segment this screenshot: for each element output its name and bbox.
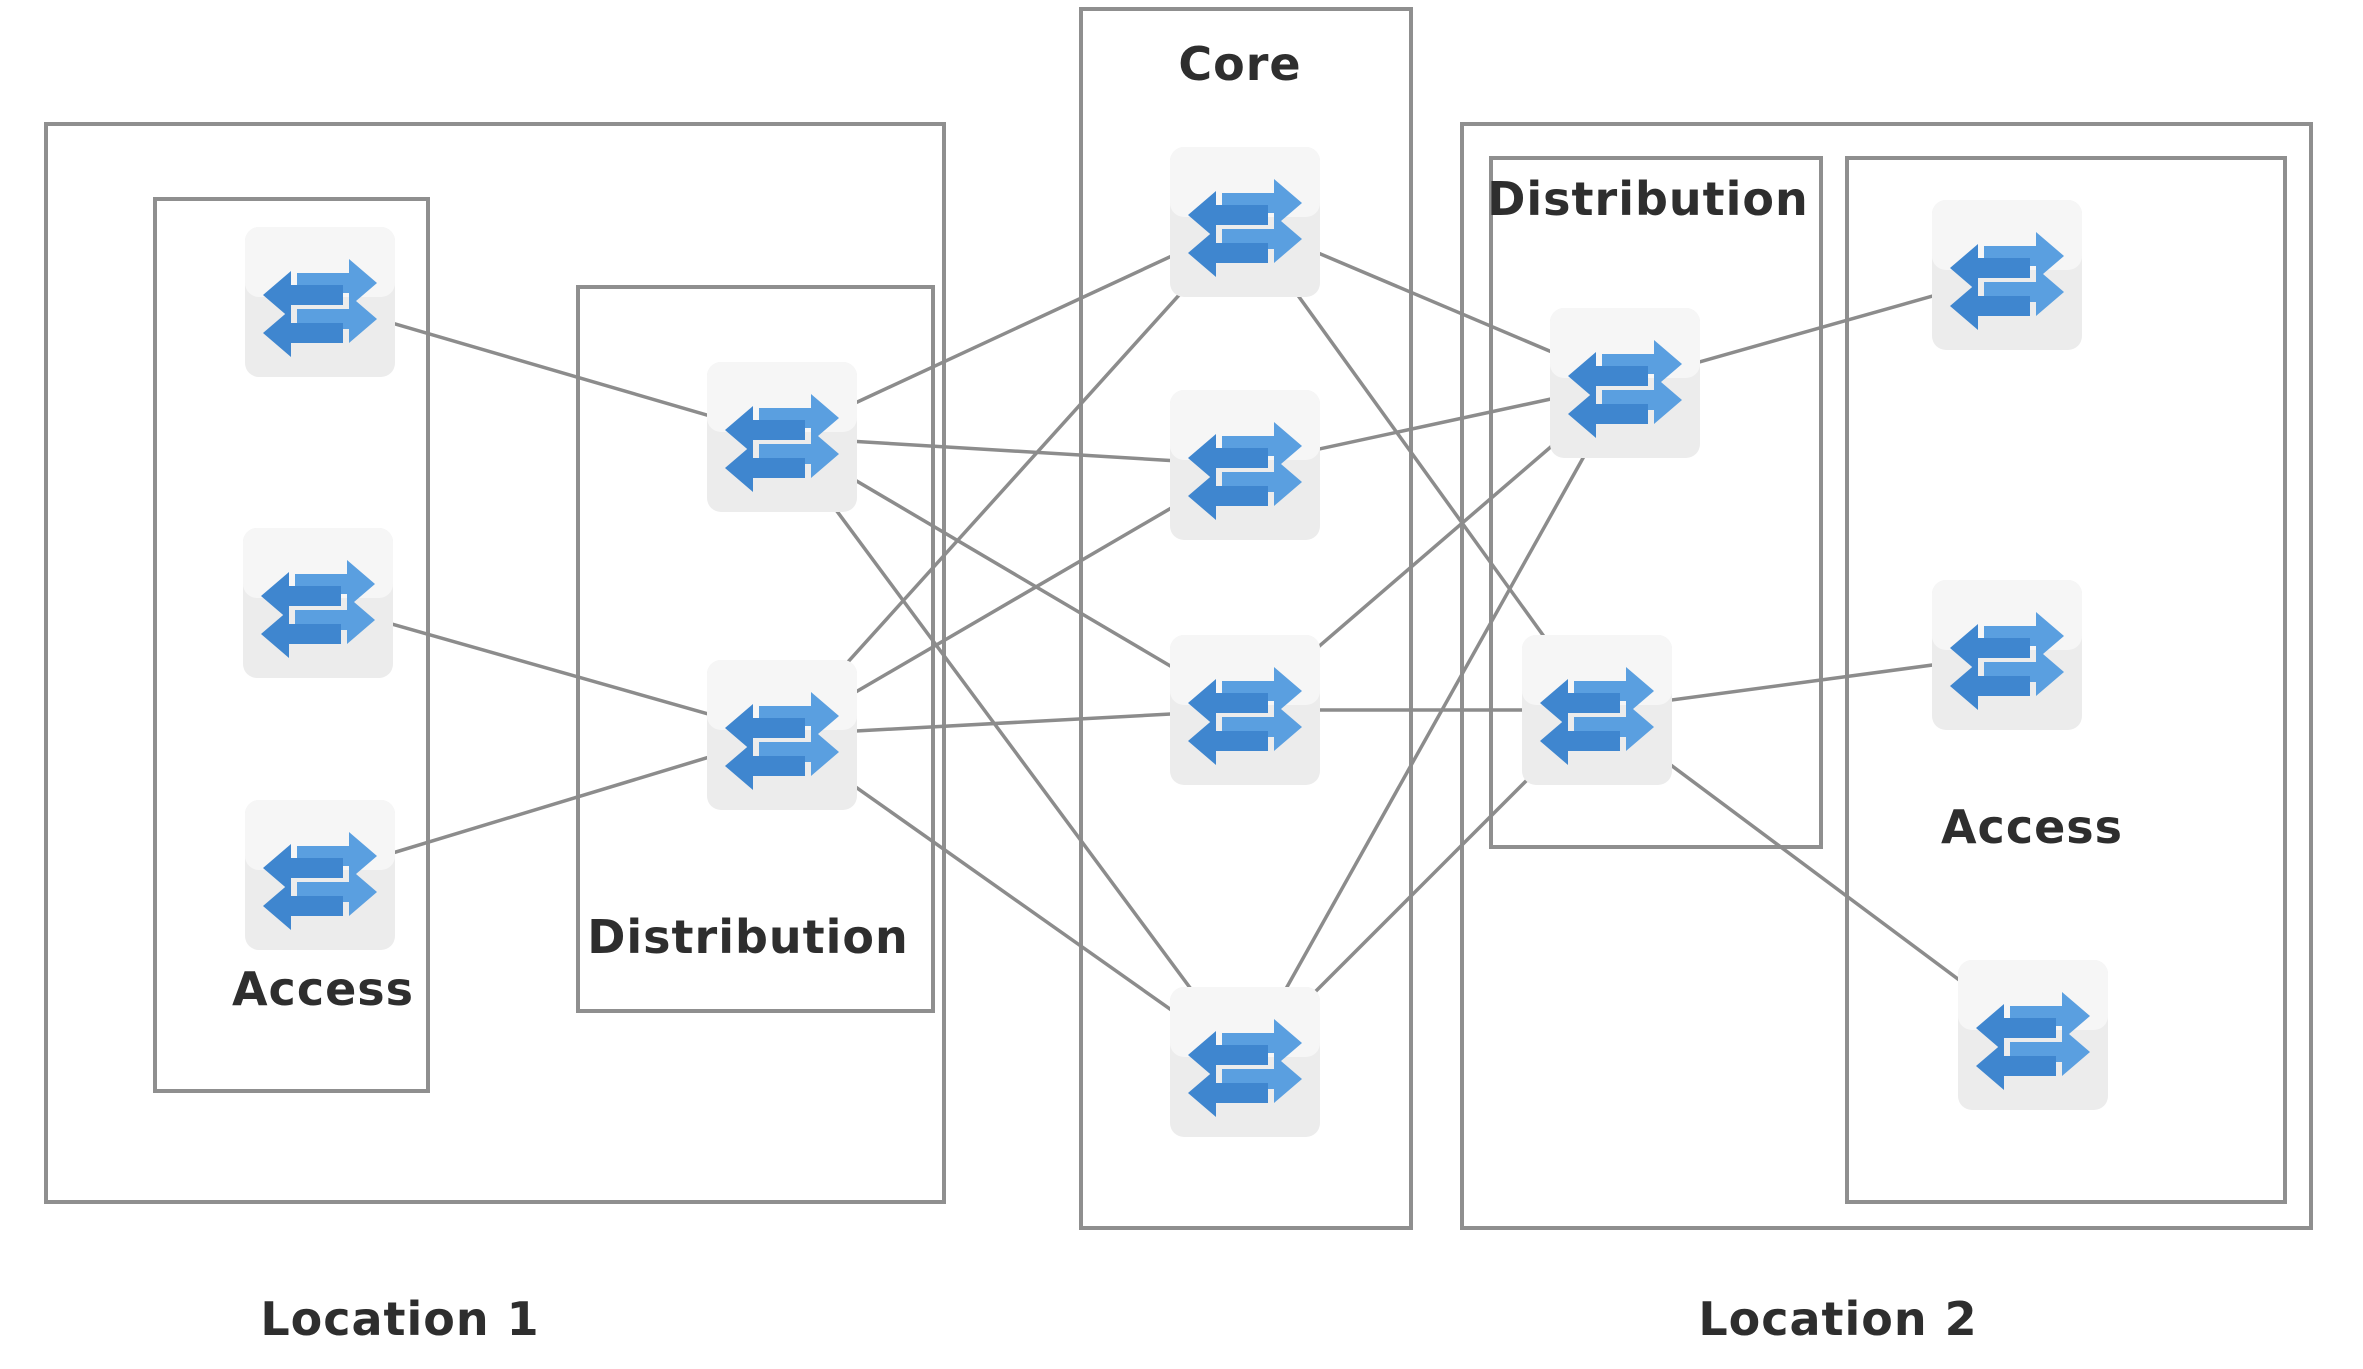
network-switch-icon[interactable] [245,227,395,377]
network-switch-icon[interactable] [243,528,393,678]
network-switch-icon[interactable] [1932,200,2082,350]
l2-distribution-frame [1489,156,1823,849]
link-l1d2-c1 [780,220,1247,737]
network-switch-icon[interactable] [1932,580,2082,730]
network-switch-icon[interactable] [245,800,395,950]
link-l1d1-c4 [780,435,1247,1064]
link-l1a3-l1d2 [319,733,783,877]
network-switch-icon[interactable] [707,660,857,810]
network-switch-icon[interactable] [1170,147,1320,297]
l1-distribution-label: Distribution [587,910,909,964]
l1-access-frame [153,197,430,1093]
link-l1d1-c1 [781,220,1246,439]
switches-layer [243,147,2108,1137]
l2-access-frame [1845,156,2287,1204]
l1-access-label: Access [232,962,414,1016]
location1-frame [44,122,946,1204]
l1-distribution-frame [576,285,935,1013]
link-l1d2-c3 [781,708,1246,737]
core-frame [1079,7,1413,1230]
link-l1d2-c4 [780,733,1247,1064]
link-l1d1-c2 [781,435,1246,467]
l2-distribution-label: Distribution [1487,172,1809,226]
network-switch-icon[interactable] [1170,635,1320,785]
link-l1d1-c3 [781,435,1246,712]
network-switch-icon[interactable] [707,362,857,512]
link-c1-l2d2 [1243,220,1599,712]
network-switch-icon[interactable] [1522,635,1672,785]
network-switch-icon[interactable] [1170,390,1320,540]
link-l1a1-l1d1 [319,300,783,439]
core-label: Core [1178,37,1301,91]
link-l1d2-c2 [781,463,1246,737]
location2-label: Location 2 [1698,1292,1977,1346]
link-c4-l2d1 [1243,382,1627,1063]
link-l1a2-l1d2 [317,601,783,737]
location1-label: Location 1 [260,1292,539,1346]
network-switch-icon[interactable] [1958,960,2108,1110]
network-switch-icon[interactable] [1170,987,1320,1137]
network-switch-icon[interactable] [1550,308,1700,458]
l2-access-label: Access [1941,800,2123,854]
